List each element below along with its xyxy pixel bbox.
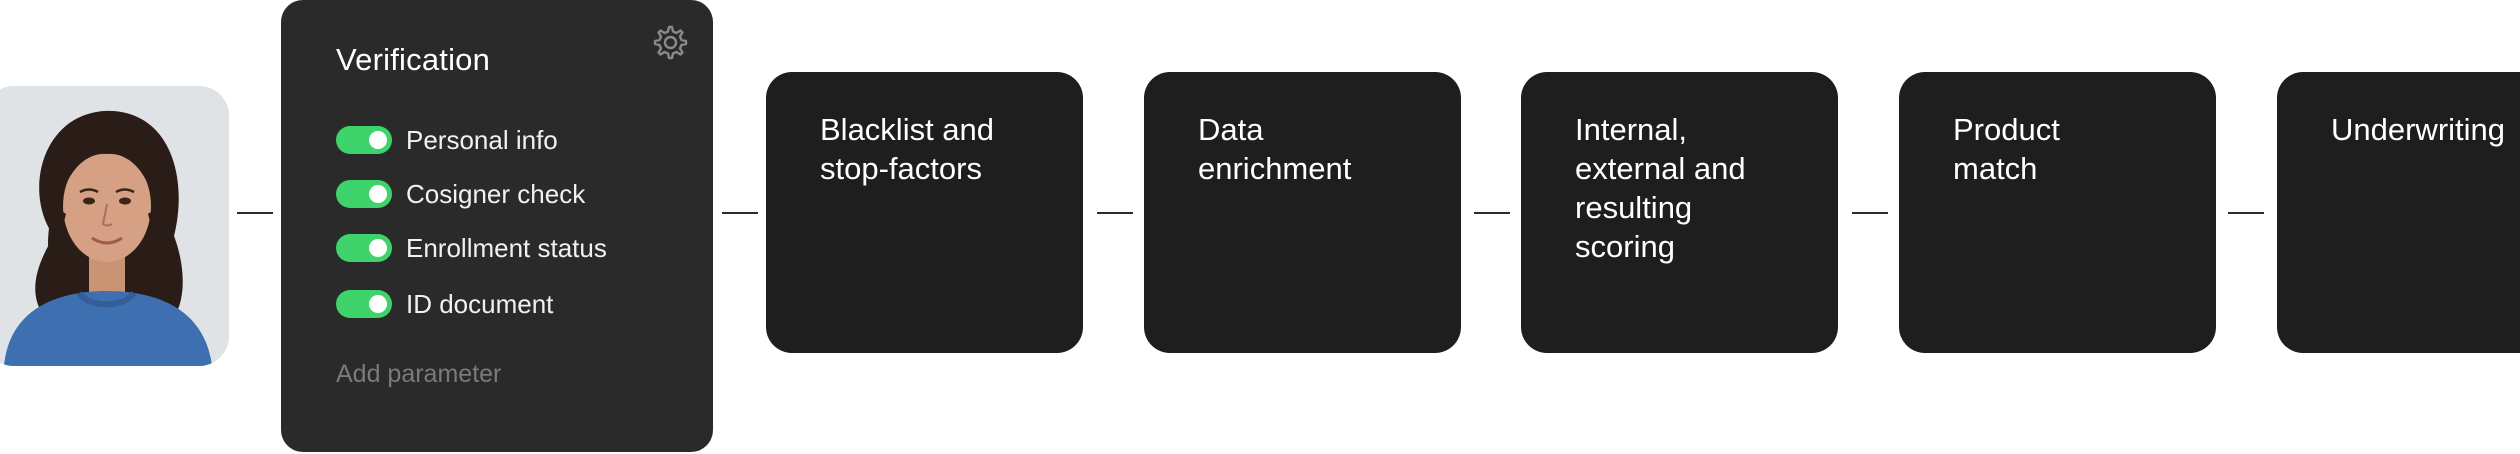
cosigner-check-toggle[interactable] [336,180,392,208]
step-card-product-match[interactable]: Product match [1899,72,2216,353]
personal-info-toggle[interactable] [336,126,392,154]
toggle-knob [369,295,387,313]
enrollment-status-toggle[interactable] [336,234,392,262]
applicant-avatar[interactable] [0,86,229,366]
step-title: Internal, external and resulting scoring [1575,112,1746,264]
add-parameter-button[interactable]: Add parameter [336,360,502,388]
parameter-label: Enrollment status [406,232,607,263]
connector-line [1097,212,1133,214]
id-document-toggle[interactable] [336,290,392,318]
connector-line [237,212,273,214]
step-card-underwriting[interactable]: Underwriting [2277,72,2520,353]
step-title: Underwriting [2331,112,2506,147]
step-card-blacklist[interactable]: Blacklist and stop-factors [766,72,1083,353]
toggle-knob [369,131,387,149]
connector-line [2228,212,2264,214]
verification-title: Verification [336,42,491,77]
parameter-label: Personal info [406,124,558,155]
step-card-data-enrichment[interactable]: Data enrichment [1144,72,1461,353]
parameter-label: ID document [406,288,554,319]
connector-line [1474,212,1510,214]
step-card-scoring[interactable]: Internal, external and resulting scoring [1521,72,1838,353]
parameter-row-personal-info: Personal info [336,125,558,155]
toggle-knob [369,185,387,203]
parameter-row-id-document: ID document [336,289,553,319]
step-title: Product match [1953,112,2060,186]
gear-icon[interactable] [649,22,689,62]
step-title: Data enrichment [1198,112,1352,186]
connector-line [722,212,758,214]
parameter-row-cosigner-check: Cosigner check [336,179,585,209]
step-title: Blacklist and stop-factors [820,112,995,186]
parameter-row-enrollment-status: Enrollment status [336,233,607,263]
toggle-knob [369,239,387,257]
connector-line [1852,212,1888,214]
parameter-label: Cosigner check [406,178,586,209]
verification-card[interactable]: Verification Personal info Cosigner chec… [281,0,713,452]
avatar-portrait [0,86,229,366]
